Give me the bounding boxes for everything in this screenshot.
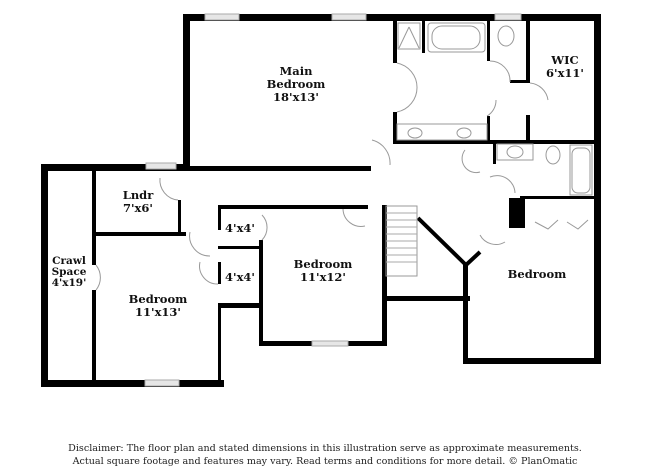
room-label-bedroom-east: Bedroom <box>508 268 567 281</box>
room-name: Bedroom <box>293 257 353 271</box>
room-name: 4'x4' <box>225 221 255 235</box>
room-label-bedroom-center: Bedroom 11'x12' <box>294 258 353 284</box>
room-label-closet-2: 4'x4' <box>225 271 255 284</box>
room-dims: 4'x19' <box>51 277 87 289</box>
fixtures <box>95 22 593 291</box>
room-dims: 11'x13' <box>135 305 181 319</box>
room-dims: 6'x11' <box>546 66 584 80</box>
room-name: Main <box>279 64 313 78</box>
walls <box>41 14 601 387</box>
room-name: Lndr <box>122 188 154 202</box>
room-label-lndr: Lndr 7'x6' <box>123 189 154 215</box>
room-dims: 11'x12' <box>300 270 346 284</box>
room-name: Space <box>51 266 87 278</box>
room-name: Crawl <box>52 255 86 267</box>
room-label-crawl-space: Crawl Space 4'x19' <box>52 256 87 289</box>
room-label-bedroom-sw: Bedroom 11'x13' <box>129 293 188 319</box>
room-label-wic: WIC 6'x11' <box>546 54 584 80</box>
room-dims: 7'x6' <box>123 201 153 215</box>
disclaimer: Disclaimer: The floor plan and stated di… <box>0 442 650 468</box>
room-name: Bedroom <box>128 292 188 306</box>
disclaimer-line-1: Disclaimer: The floor plan and stated di… <box>68 443 582 454</box>
room-label-closet-1: 4'x4' <box>225 222 255 235</box>
room-name: Bedroom <box>266 77 326 91</box>
room-label-main-bedroom: Main Bedroom 18'x13' <box>267 65 326 104</box>
room-name: 4'x4' <box>225 270 255 284</box>
windows <box>144 13 522 387</box>
room-name: Bedroom <box>507 267 567 281</box>
room-name: WIC <box>551 53 579 67</box>
disclaimer-line-2: Actual square footage and features may v… <box>72 456 578 467</box>
room-dims: 18'x13' <box>273 90 319 104</box>
